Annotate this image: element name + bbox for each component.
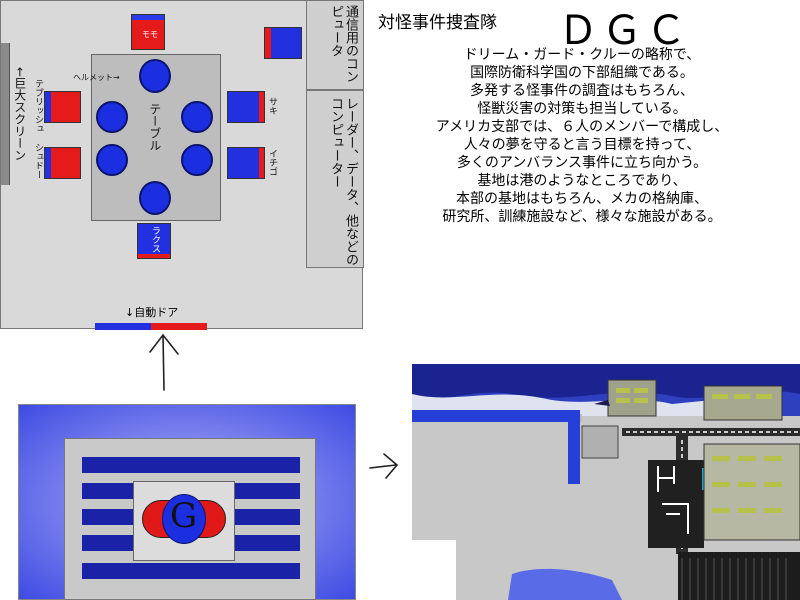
big-screen: [1, 43, 10, 185]
description-line: 国際防衛科学国の下部組織である。: [470, 65, 694, 81]
comm-computer-label: 通信用のコンピュータ: [328, 5, 358, 83]
description-line: 多くのアンバランス事件に立ち向かう。: [456, 155, 708, 171]
gate-stripe: [82, 457, 300, 473]
up-arrow-icon: [149, 333, 179, 391]
chair-teburisshu-label: テブリッシュ: [33, 79, 43, 133]
chair-momo: モモ: [131, 14, 165, 50]
gate-stripe: [235, 509, 300, 525]
right-arrow-icon: [369, 453, 399, 479]
helmet-top: [139, 59, 171, 93]
description-line: 多発する怪事件の調査はもちろん、: [470, 83, 694, 99]
auto-door: [95, 323, 207, 330]
chair-ichigo: [227, 147, 265, 179]
description-block: ドリーム・ガード・クルーの略称で、 国際防衛科学国の下部組織である。 多発する怪…: [368, 46, 796, 226]
table-label: テーブル: [147, 103, 162, 151]
helmet-right-lower: [181, 144, 213, 176]
gate-stripe: [235, 535, 300, 551]
base-entrance-gate: G: [64, 438, 316, 600]
description-line: 怪獣災害の対策も担当している。: [477, 101, 687, 117]
emblem-circle: [162, 494, 206, 544]
command-room-floor-plan: ←巨大スクリーン 通信用のコンピュータ レーダー、データ、他などのコンピューター…: [0, 0, 364, 330]
helmet-left-lower: [96, 144, 128, 176]
auto-door-label: ↓自動ドア: [125, 306, 179, 319]
harbor-base-aerial-map: [412, 364, 800, 600]
emblem-letter: G: [170, 496, 198, 536]
comm-computer: 通信用のコンピュータ: [306, 0, 364, 90]
chair-saki-label: サキ: [267, 97, 277, 115]
description-line: ドリーム・ガード・クルーの略称で、: [463, 47, 701, 63]
description-line: 研究所、訓練施設など、様々な施設がある。: [442, 209, 722, 225]
chair-bottom: ラクス: [137, 223, 171, 259]
chair-saki: [227, 91, 265, 123]
radar-computer: レーダー、データ、他などのコンピューター: [306, 90, 364, 268]
chair-bottom-label: ラクス: [150, 226, 160, 253]
chair-momo-label: モモ: [142, 30, 158, 39]
gate-stripe: [82, 563, 300, 579]
helmet-left-upper: [96, 101, 128, 133]
dgc-emblem-panel: G: [133, 481, 235, 561]
gate-stripe: [82, 535, 144, 551]
chair-top-right: [264, 27, 302, 59]
team-title: 対怪事件捜査隊: [378, 13, 497, 33]
big-screen-label: ←巨大スクリーン: [12, 67, 27, 162]
helmet-bottom: [139, 181, 171, 215]
description-line: アメリカ支部では、６人のメンバーで構成し、: [435, 119, 729, 135]
chair-shudo: [44, 147, 81, 179]
chair-shudo-label: シュドー: [33, 143, 43, 179]
gate-stripe: [82, 509, 144, 525]
team-acronym: ＤＧＣ: [558, 8, 690, 54]
harbor-base-drawing: [412, 364, 800, 600]
description-line: 基地は港のようなところであり、: [477, 173, 687, 189]
helmet-label: ヘルメット→: [73, 73, 120, 82]
radar-computer-label: レーダー、データ、他などのコンピューター: [328, 97, 358, 266]
chair-teburisshu: [44, 91, 81, 123]
description-line: 人々の夢を守ると言う目標を持って、: [463, 137, 701, 153]
chair-ichigo-label: イチゴ: [267, 149, 277, 176]
description-line: 本部の基地はもちろん、メカの格納庫、: [456, 191, 708, 207]
helmet-right-upper: [181, 101, 213, 133]
